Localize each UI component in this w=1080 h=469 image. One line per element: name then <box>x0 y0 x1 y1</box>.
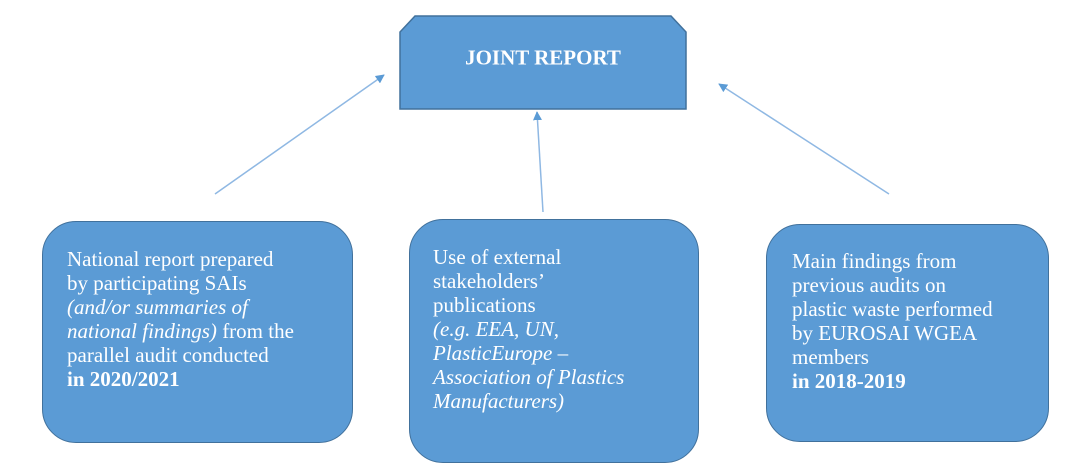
text-segment: members <box>792 345 869 369</box>
text-line: in 2018-2019 <box>792 369 1047 393</box>
joint-report-box: JOINT REPORT <box>399 15 687 110</box>
text-segment: Use of external <box>433 245 562 269</box>
text-segment: PlasticEurope – <box>433 341 569 365</box>
text-segment: Association of Plastics <box>433 365 625 389</box>
text-line: parallel audit conducted <box>67 343 347 367</box>
text-line: PlasticEurope – <box>433 341 695 365</box>
text-segment: plastic waste performed <box>792 297 993 321</box>
text-line: in 2020/2021 <box>67 367 347 391</box>
arrow-external-to-joint <box>532 111 544 213</box>
arrow-previous-to-joint <box>718 83 890 195</box>
text-line: Association of Plastics <box>433 365 695 389</box>
text-line: plastic waste performed <box>792 297 1047 321</box>
text-segment: publications <box>433 293 536 317</box>
text-line: Manufacturers) <box>433 389 695 413</box>
arrow-national-to-joint <box>214 74 385 195</box>
text-segment: Manufacturers) <box>433 389 565 413</box>
text-line: (e.g. EEA, UN, <box>433 317 695 341</box>
text-segment: previous audits on <box>792 273 946 297</box>
text-line: Use of external <box>433 245 695 269</box>
joint-report-title: JOINT REPORT <box>465 45 621 70</box>
text-segment: in 2018-2019 <box>792 369 906 393</box>
text-line: by EUROSAI WGEA <box>792 321 1047 345</box>
text-line: Main findings from <box>792 249 1047 273</box>
text-line: stakeholders’ <box>433 269 695 293</box>
text-segment: parallel audit conducted <box>67 343 269 367</box>
joint-report-shape <box>399 15 687 110</box>
text-segment: stakeholders’ <box>433 269 545 293</box>
text-line: National report prepared <box>67 247 347 271</box>
text-segment: national findings) <box>67 319 217 343</box>
text-segment: in 2020/2021 <box>67 367 180 391</box>
text-line: national findings) from the <box>67 319 347 343</box>
text-line: (and/or summaries of <box>67 295 347 319</box>
text-segment: National report prepared <box>67 247 274 271</box>
text-segment: from the <box>216 319 294 343</box>
text-segment: (and/or summaries of <box>67 295 248 319</box>
text-segment: by EUROSAI WGEA <box>792 321 978 345</box>
text-line: members <box>792 345 1047 369</box>
text-segment: Main findings from <box>792 249 957 273</box>
text-line: publications <box>433 293 695 317</box>
text-segment: (e.g. EEA, UN, <box>433 317 559 341</box>
text-line: by participating SAIs <box>67 271 347 295</box>
text-segment: by participating SAIs <box>67 271 247 295</box>
text-line: previous audits on <box>792 273 1047 297</box>
